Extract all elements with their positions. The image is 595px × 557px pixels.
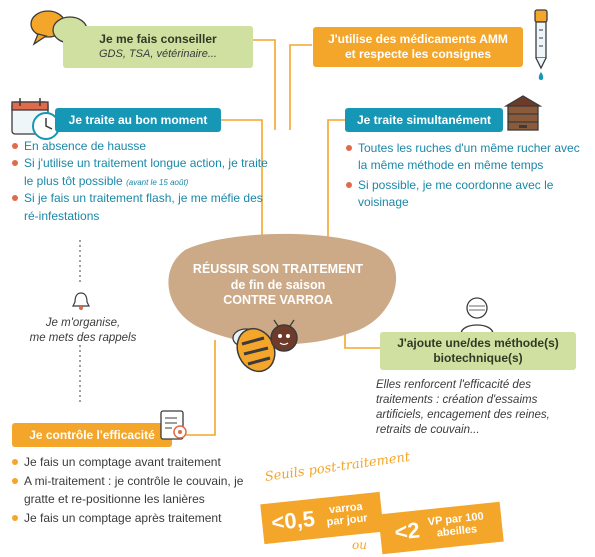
conseil-title: Je me fais conseiller [99,32,217,47]
center-line2: de fin de saison [230,277,326,292]
organise-line1: Je m'organise, [45,317,121,329]
moment-box: Je traite au bon moment [55,108,221,132]
moment-item-2-note: (avant le 15 août) [126,177,189,187]
conseil-subtitle: GDS, TSA, vétérinaire... [99,48,217,61]
simultane-item-1: Toutes les ruches d'un même rucher avec … [346,140,586,175]
amm-line1: J'utilise des médicaments AMM [328,32,508,46]
badge1-value: <0,5 [270,505,317,536]
beehive-icon [503,95,543,131]
organise-line2: me mets des rappels [29,331,137,344]
controle-item-1: Je fais un comptage avant traitement [12,454,262,471]
simultane-box: Je traite simultanément [345,108,503,132]
center-line3: CONTRE VARROA [223,293,333,308]
simultane-list: Toutes les ruches d'un même rucher avec … [346,140,586,212]
amm-line2: et respecte les consignes [344,47,492,61]
conseil-box: Je me fais conseiller GDS, TSA, vétérina… [63,26,253,68]
moment-item-2: Si j'utilise un traitement longue action… [12,155,272,190]
connector-moment [220,119,263,245]
seuils-ou: ou [352,538,367,552]
center-blob [168,233,397,345]
moment-list: En absence de hausse Si j'utilise un tra… [12,138,272,225]
bee-icon [232,319,298,373]
badge2-value: <2 [393,517,421,545]
connector-conseil [252,39,276,130]
badge1-unit: varroa par jour [326,501,369,529]
connector-amm [289,44,312,130]
simultane-item-2: Si possible, je me coordonne avec le voi… [346,177,586,212]
biotech-box: J'ajoute une/des méthode(s) biotechnique… [380,332,576,370]
checklist-target-icon [160,410,187,440]
moment-item-1: En absence de hausse [12,138,272,155]
center-title: RÉUSSIR SON TRAITEMENT de fin de saison … [178,262,378,309]
controle-item-3: Je fais un comptage après traitement [12,510,262,527]
connector-simultane [327,119,345,245]
biotech-line2: biotechnique(s) [433,351,523,365]
controle-item-2: A mi-traitement : je contrôle le couvain… [12,473,262,508]
calendar-clock-icon [11,98,60,140]
beekeeper-icon [460,297,494,334]
controle-list: Je fais un comptage avant traitement A m… [12,454,262,528]
organise-text: Je m'organise, me mets des rappels [18,316,148,346]
center-line1: RÉUSSIR SON TRAITEMENT [192,262,364,276]
amm-box: J'utilise des médicaments AMM et respect… [313,27,523,67]
biotech-description: Elles renforcent l'efficacité des traite… [376,379,550,436]
badge2-unit: VP par 100 abeilles [427,510,485,540]
biotech-line1: J'ajoute une/des méthode(s) [397,336,559,350]
moment-item-3: Si je fais un traitement flash, je me mé… [12,190,272,225]
simultane-title: Je traite simultanément [356,112,492,127]
moment-title: Je traite au bon moment [68,112,208,127]
controle-title: Je contrôle l'efficacité [29,427,155,442]
dropper-icon [534,9,548,80]
bell-icon [72,292,90,310]
controle-box: Je contrôle l'efficacité [12,423,172,447]
